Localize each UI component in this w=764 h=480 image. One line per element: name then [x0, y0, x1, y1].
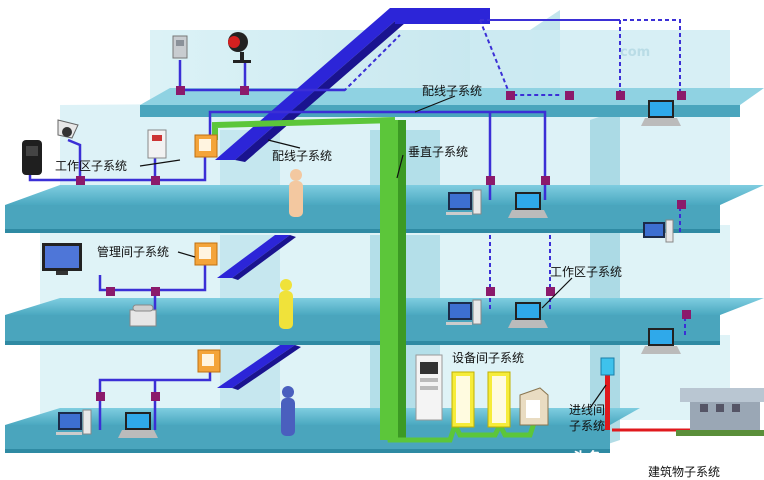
- label-building-complex: 建筑物子系统: [648, 464, 720, 479]
- outlets: [76, 86, 691, 401]
- label-work-area-right: 工作区子系统: [550, 265, 622, 279]
- annotation-arrows: [139, 95, 607, 409]
- desktop-pc-icon-f2: [446, 189, 482, 215]
- label-vertical: 垂直子系统: [408, 145, 468, 159]
- laptop-icon-1: [641, 100, 681, 126]
- desktop-pc-icon-right: [643, 219, 674, 243]
- devices: [22, 32, 764, 438]
- desktop-pc-icon-f3: [446, 299, 482, 325]
- label-admin: 管理间子系统: [97, 244, 169, 259]
- beam-sensor-icon: [22, 140, 42, 175]
- watermarks: com 头条 @智能化弱电圈: [572, 45, 712, 467]
- desktop-pc-icon-f4: [56, 409, 92, 435]
- distribution-frame-icon-2: [487, 371, 511, 428]
- label-equipment-room: 设备间子系统: [452, 351, 524, 365]
- laptop-icon-3: [508, 302, 548, 328]
- siren-icon: [228, 32, 251, 63]
- labels: 配线子系统 配线子系统 工作区子系统 垂直子系统 管理间子系统 工作区子系统 设…: [55, 84, 720, 479]
- entrance-box-icon: [600, 357, 615, 376]
- detector-icon: [172, 35, 188, 59]
- person-icon-f4: [281, 386, 295, 436]
- laptop-icon-5: [118, 412, 158, 438]
- laptop-icon-2: [508, 192, 548, 218]
- label-work-area-left: 工作区子系统: [55, 159, 127, 173]
- cctv-camera-icon: [57, 119, 79, 139]
- watermark-footer: 头条 @智能化弱电圈: [572, 449, 712, 467]
- server-cabinet-icon: [415, 354, 443, 421]
- label-horizontal-top: 配线子系统: [422, 84, 482, 98]
- entrance-panel-icon: [519, 387, 549, 426]
- label-horizontal-mid: 配线子系统: [272, 149, 332, 163]
- laptop-icon-4: [641, 328, 681, 354]
- distribution-frame-icon-1: [451, 371, 475, 428]
- label-entrance-2: 子系统: [569, 419, 605, 433]
- watermark-com: com: [620, 45, 650, 60]
- telecom-room-boxes: [194, 134, 221, 373]
- phone-icon: [129, 304, 157, 327]
- person-icon-f2: [289, 169, 303, 217]
- person-icon-f3: [279, 279, 293, 329]
- label-entrance-1: 进线间: [569, 403, 605, 417]
- tv-monitor-icon: [42, 243, 82, 275]
- access-reader-icon: [147, 129, 167, 159]
- building-complex-icon: [676, 388, 764, 436]
